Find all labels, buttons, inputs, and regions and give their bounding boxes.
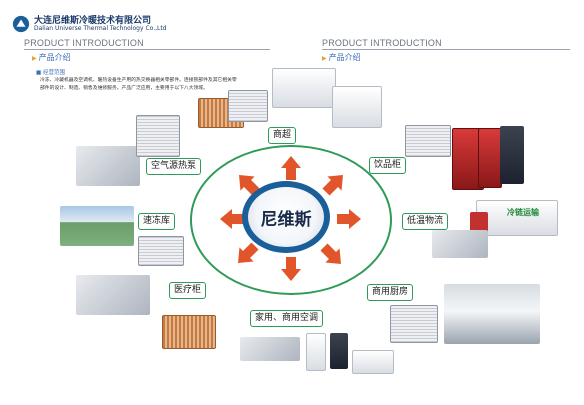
category-supermarket: 商超: [268, 127, 297, 144]
section-title-left: ▶产品介绍: [32, 52, 71, 63]
section-title-right-text: 产品介绍: [328, 53, 361, 62]
category-commercial-kitchen: 商用厨房: [367, 284, 414, 301]
section-title-left-text: 产品介绍: [38, 53, 71, 62]
summary-title-text: 经营范围: [42, 70, 65, 76]
category-beverage-cabinet: 饮品柜: [369, 157, 407, 174]
category-quick-freezer: 速冻库: [138, 213, 176, 230]
category-cold-chain: 低温物流: [402, 213, 449, 230]
hub-ring: [190, 145, 392, 295]
category-medical-cabinet: 医疗柜: [169, 282, 207, 299]
arrow-quick-freezer: [220, 209, 244, 229]
cold-plate-photo: [432, 230, 488, 258]
ac-coil-photo: [240, 337, 300, 361]
header-divider-right: [322, 49, 570, 50]
arrow-air-conditioning: [281, 257, 301, 281]
heat-pump-house-photo: [76, 146, 140, 186]
arrow-beverage: [318, 167, 351, 200]
section-bullet-icon: ▶: [32, 55, 37, 62]
page-title-left: PRODUCT INTRODUCTION: [24, 38, 144, 48]
category-heat-pump: 空气源热泵: [146, 158, 202, 175]
company-logo-icon: [12, 15, 30, 33]
header-divider-left: [24, 49, 270, 50]
hub-center: 尼维斯: [242, 181, 330, 253]
summary-text: 冷冻、冷藏机器及空调机、暖热设备生产用的热交换器相关零部件。连接管部件及其它相关…: [40, 78, 237, 91]
floor-ac-photo: [330, 333, 348, 369]
supermarket-cabinet-photo: [332, 86, 382, 128]
arrow-supermarket: [281, 156, 301, 180]
truck-cab-photo: [470, 212, 488, 234]
arrow-kitchen: [316, 239, 349, 272]
heat-exchanger-photo: [405, 125, 451, 157]
company-name-cn: 大连尼维斯冷暖技术有限公司: [34, 16, 152, 26]
truck-text: 冷链运输: [507, 208, 539, 217]
beverage-cabinet-photo: [500, 126, 524, 184]
cassette-ac-photo: [352, 350, 394, 374]
heat-exchanger-photo: [138, 236, 184, 266]
supermarket-cabinet-photo: [272, 68, 336, 108]
summary-title: ■ 经营范围: [36, 70, 65, 76]
heat-exchanger-photo: [390, 305, 438, 343]
arrow-cold-chain: [337, 209, 361, 229]
medical-cabinet-photo: [76, 275, 150, 315]
beverage-cabinet-photo: [478, 128, 502, 188]
floor-ac-photo: [306, 333, 326, 371]
section-bullet-icon: ▶: [322, 55, 327, 62]
commercial-kitchen-photo: [444, 284, 540, 344]
heat-exchanger-photo: [162, 315, 216, 349]
heat-pump-unit-photo: [136, 115, 180, 157]
heat-exchanger-photo: [228, 90, 268, 122]
category-air-conditioning: 家用、商用空调: [250, 310, 324, 327]
page-title-right: PRODUCT INTRODUCTION: [322, 38, 442, 48]
quick-freezer-photo: [60, 206, 134, 246]
section-title-right: ▶产品介绍: [322, 52, 361, 63]
company-name-en: Dalian Universe Thermal Technology Co.,L…: [34, 25, 167, 32]
